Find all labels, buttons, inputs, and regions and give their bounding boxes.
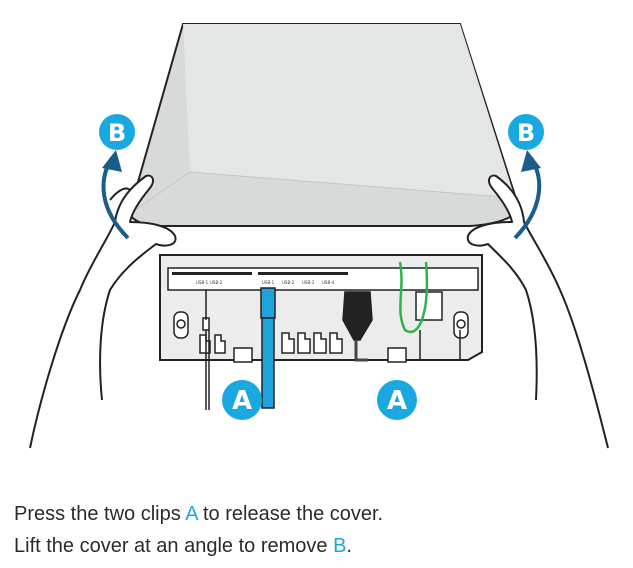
ethernet-cable (261, 317, 275, 409)
terminal-strip (167, 267, 479, 291)
port-label: USB-1 (262, 280, 275, 285)
right-hand (466, 174, 609, 449)
green-wire (398, 261, 429, 334)
cover (128, 23, 520, 227)
clip-reference: A (185, 503, 198, 525)
marker-b-left: B (99, 114, 135, 150)
port-label: USB-1 (196, 280, 209, 285)
svg-text:B: B (517, 119, 535, 147)
left-hand (29, 174, 177, 449)
svg-text:A: A (387, 386, 407, 416)
port-label: USB-3 (302, 280, 315, 285)
ethernet-plug (260, 287, 276, 319)
junction-box (415, 291, 443, 321)
clip-right (387, 347, 407, 363)
instruction-text: to release the cover. (197, 503, 384, 525)
cover-reference: B (333, 535, 347, 557)
svg-text:B: B (108, 119, 126, 147)
instruction-text: Press the two clips (14, 503, 186, 525)
power-plug (342, 291, 373, 341)
clip-left (233, 347, 253, 363)
lift-arrow-left-icon (101, 150, 130, 240)
port-label: USB-2 (210, 280, 223, 285)
instruction-text: . (346, 535, 352, 557)
cables (202, 261, 429, 410)
marker-a-left: A (222, 380, 262, 420)
instruction-line-2: Lift the cover at an angle to remove B. (14, 530, 624, 562)
cover-removal-illustration: USB-1 USB-2 USB-1 USB-2 USB-3 USB-4 (29, 23, 609, 449)
port-label: USB-2 (282, 280, 295, 285)
marker-b-right: B (508, 114, 544, 150)
port-label: USB-4 (322, 280, 335, 285)
instruction-caption: Press the two clips A to release the cov… (14, 498, 624, 562)
lift-arrow-right-icon (513, 150, 542, 240)
instruction-line-1: Press the two clips A to release the cov… (14, 498, 624, 530)
instruction-text: Lift the cover at an angle to remove (14, 535, 334, 557)
svg-text:A: A (232, 386, 252, 416)
marker-a-right: A (377, 380, 417, 420)
